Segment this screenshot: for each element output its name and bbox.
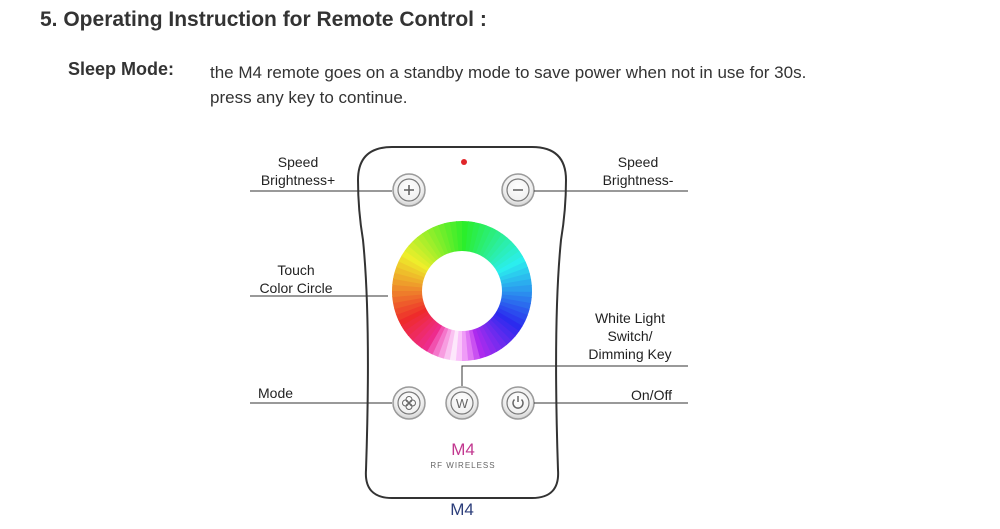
- white-key-label: W: [456, 396, 469, 411]
- callout-speed-down-line-2: Brightness-: [602, 172, 674, 188]
- model-caption: M4: [450, 500, 474, 519]
- mode-button[interactable]: [392, 386, 426, 420]
- callout-touch-line-1: Touch: [277, 262, 315, 278]
- callout-on-off: On/Off: [631, 387, 672, 403]
- sleep-mode-description: the M4 remote goes on a standby mode to …: [210, 60, 806, 110]
- mode-flower-icon: [402, 396, 416, 410]
- remote-brand-subtitle: RF WIRELESS: [430, 461, 496, 470]
- callout-line-white: [461, 365, 688, 386]
- callout-speed-up-line-2: Brightness+: [260, 172, 336, 188]
- section-title: 5. Operating Instruction for Remote Cont…: [40, 8, 487, 31]
- callout-speed-down-line-1: Speed: [617, 154, 659, 170]
- color-wheel-center: [422, 251, 502, 331]
- callout-white-light: White Light Switch/ Dimming Key: [578, 309, 682, 363]
- power-icon: [512, 396, 524, 409]
- callout-touch-line-2: Color Circle: [259, 280, 333, 296]
- brightness-down-button[interactable]: [501, 173, 535, 207]
- remote-brand-logo: M4: [451, 440, 475, 459]
- callout-white-line-1: White Light: [594, 310, 666, 326]
- sleep-mode-line-2: press any key to continue.: [210, 88, 408, 107]
- sleep-mode-line-1: the M4 remote goes on a standby mode to …: [210, 63, 807, 82]
- sleep-mode-label: Sleep Mode:: [68, 59, 175, 79]
- indicator-led: [461, 159, 467, 165]
- callout-mode: Mode: [258, 385, 294, 401]
- plus-icon: [404, 185, 414, 195]
- callout-speed-brightness-down: Speed Brightness-: [590, 153, 686, 189]
- white-light-button[interactable]: W: [445, 386, 479, 420]
- callout-white-line-2: Switch/: [607, 328, 653, 344]
- power-button[interactable]: [501, 386, 535, 420]
- callout-speed-up-line-1: Speed: [277, 154, 319, 170]
- callout-touch-color-circle: Touch Color Circle: [248, 261, 344, 297]
- callout-white-line-3: Dimming Key: [588, 346, 672, 362]
- callout-speed-brightness-up: Speed Brightness+: [248, 153, 348, 189]
- brightness-up-button[interactable]: [392, 173, 426, 207]
